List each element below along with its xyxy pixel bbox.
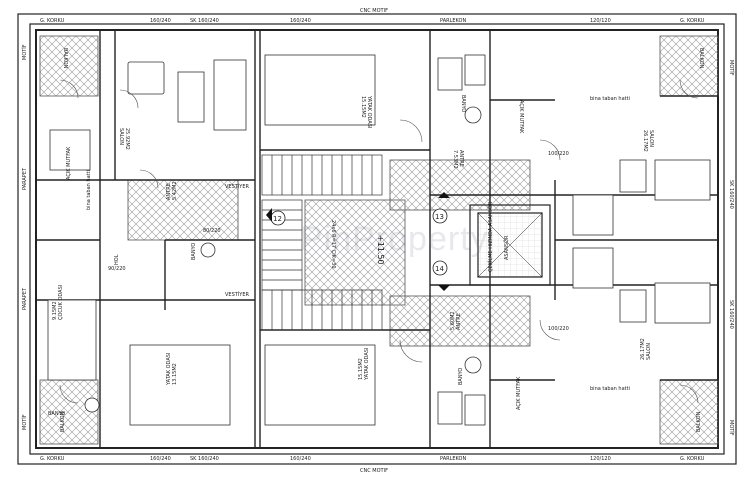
label-door-4: 80/220 xyxy=(203,228,221,234)
top-window-6: G. KORKU xyxy=(680,18,705,24)
label-banyo-bottom-left: BANYO xyxy=(48,411,65,417)
top-window-5: 120/120 xyxy=(590,18,611,24)
apartment-markers: 12 13 14 xyxy=(266,192,450,291)
label-vestiyer-top: VESTİYER xyxy=(225,183,249,190)
left-label-2: PARAPET xyxy=(22,167,28,190)
label-kot: +11.50 xyxy=(376,235,385,265)
label-salon-right-top-area: 26.17M2 xyxy=(642,130,648,152)
top-window-2: SK 160/240 xyxy=(190,18,219,24)
furniture xyxy=(47,54,711,426)
top-window-3: 160/240 xyxy=(290,18,311,24)
label-antre-right-bottom: ANTRE xyxy=(456,313,462,330)
left-label-4: MOTİF xyxy=(21,414,28,430)
edge-labels: CNC MOTIF CNC MOTIF 160/240 SK 160/240 1… xyxy=(21,8,735,474)
bottom-window-6: G. KORKU xyxy=(680,456,705,462)
room-labels: SALON 25.92M2 YATAK ODASI 15.15M2 YATAK … xyxy=(48,48,704,432)
label-balkon-bl: BALKON xyxy=(60,411,66,432)
watermark: PinProperty xyxy=(300,220,489,258)
bottom-window-7: G. KORKU xyxy=(40,456,65,462)
label-balkon-tl: BALKON xyxy=(62,48,68,69)
label-salon-left-area: 25.92M2 xyxy=(124,128,130,150)
label-yatak-top-area: 15.15M2 xyxy=(360,96,366,118)
apt-number-13: 13 xyxy=(435,213,444,221)
label-antre-left-area: 5.42M2 xyxy=(172,181,178,200)
label-cocuk: ÇOCUK ODASI xyxy=(58,285,64,320)
label-salon-right-top: SALON xyxy=(648,130,654,147)
label-acik-mutfak-left: AÇIK MUTFAK xyxy=(66,146,72,180)
outer-walls xyxy=(17,13,737,465)
label-banyo-right-top: BANYO xyxy=(460,95,466,112)
bottom-caption: CNC MOTIF xyxy=(360,468,388,474)
label-salon-left: SALON xyxy=(118,128,124,145)
right-label-2: SK 160/240 xyxy=(728,180,734,209)
label-hol: HOL xyxy=(114,254,120,265)
stairs xyxy=(261,154,383,331)
bottom-window-4: PARLEKON xyxy=(440,456,466,462)
label-acik-mutfak-right-top: AÇIK MUTFAK xyxy=(518,100,524,134)
label-door-2: 100/220 xyxy=(548,151,569,157)
top-window-4: PARLEKON xyxy=(440,18,466,24)
elevator-shaft xyxy=(469,204,551,286)
label-balkon-br: BALKON xyxy=(696,411,702,432)
label-banyo-left: BANYO xyxy=(191,243,197,260)
left-label-3: PARAPET xyxy=(22,287,28,310)
top-window-1: 160/240 xyxy=(150,18,171,24)
label-yatak-bottom-left: YATAK ODASI xyxy=(166,353,172,386)
top-caption: CNC MOTIF xyxy=(360,8,388,14)
label-antre-right-top-area: 7.53M2 xyxy=(452,150,458,169)
bottom-window-1: 160/240 xyxy=(150,456,171,462)
label-beton-2: bina taban hatti xyxy=(590,96,630,102)
bottom-window-3: 160/240 xyxy=(290,456,311,462)
label-antre-right-top: ANTRE xyxy=(458,150,464,167)
label-cocuk-area: 9.15M2 xyxy=(52,301,58,320)
door-swings xyxy=(59,79,699,404)
interior-walls xyxy=(36,30,718,448)
label-yatak-bottom-left-area: 13.15M2 xyxy=(172,363,178,385)
label-yatak-bottom: YATAK ODASI xyxy=(364,348,370,381)
apt-number-14: 14 xyxy=(435,265,444,273)
label-acik-mutfak-right-bottom: AÇIK MUTFAK xyxy=(516,376,522,410)
label-antre-left: ANTRE xyxy=(166,183,172,200)
label-elevator-note: ÇEKİLME HIZINDA ASANSÖR xyxy=(487,201,494,272)
label-yatak-bottom-area: 15.15M2 xyxy=(358,358,364,380)
left-label-1: MOTİF xyxy=(21,44,28,60)
label-asansor: ASANSÖR xyxy=(503,235,510,260)
hatched-areas xyxy=(39,35,719,445)
top-window-7: G. KORKU xyxy=(40,18,65,24)
label-banyo-right-bottom: BANYO xyxy=(458,368,464,385)
label-door-1: 90/220 xyxy=(108,266,126,272)
apt-number-12: 12 xyxy=(273,215,282,223)
right-label-3: SK 160/240 xyxy=(728,300,734,329)
label-yatak-top: YATAK ODASI xyxy=(366,95,372,128)
label-salon-right-bottom-area: 26.17M2 xyxy=(640,338,646,360)
label-vestiyer-bottom: VESTİYER xyxy=(225,291,249,298)
bottom-window-2: SK 160/240 xyxy=(190,456,219,462)
label-stair-note: 24x6 R=17 ÇIK=30 xyxy=(330,220,336,269)
label-door-3: 100/220 xyxy=(548,326,569,332)
right-label-1: MOTİF xyxy=(728,60,735,76)
label-balkon-tr: BALKON xyxy=(698,48,704,69)
label-beton-1: bina taban hatti xyxy=(86,170,92,210)
label-beton-3: bina taban hatti xyxy=(590,386,630,392)
label-salon-right-bottom: SALON xyxy=(646,343,652,360)
right-label-4: MOTİF xyxy=(728,420,735,436)
bottom-window-5: 120/120 xyxy=(590,456,611,462)
label-antre-right-bottom-area: 5.60M2 xyxy=(450,311,456,330)
